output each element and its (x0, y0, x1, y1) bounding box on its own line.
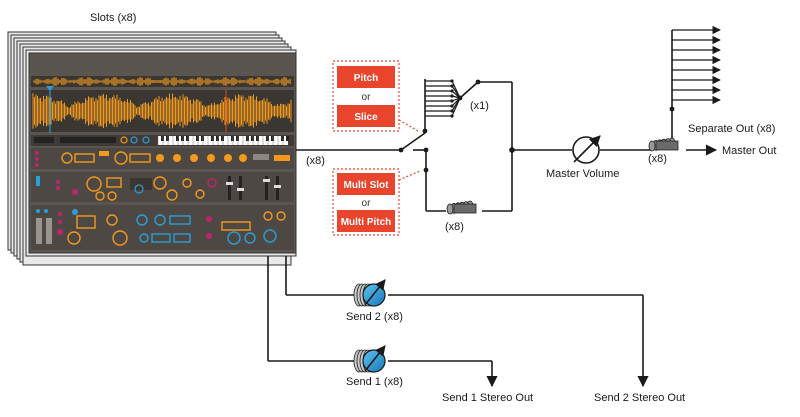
main-waveform (32, 93, 292, 129)
main-multiplier-label: (x8) (306, 155, 325, 167)
pitch-or-label: or (362, 92, 372, 103)
single-multiplier-label: (x1) (470, 100, 489, 112)
separate-out-label: Separate Out (x8) (688, 123, 775, 135)
pitch-slice-splitter (425, 79, 461, 118)
slice-mode-label: Slice (354, 112, 378, 123)
overview-waveform (33, 77, 291, 86)
pitch-slice-mode-box: Pitch or Slice (332, 60, 419, 132)
send1-label: Send 1 (x8) (346, 376, 403, 388)
send1-out-label: Send 1 Stereo Out (442, 392, 533, 404)
signal-wires: (x8) (x1) (x8) Master Out (x8) Separa (267, 25, 776, 404)
multi-slot-mode-label: Multi Slot (344, 180, 390, 191)
master-volume-icon (572, 135, 601, 164)
slot-stack (7, 31, 297, 266)
multi-mode-box: Multi Slot or Multi Pitch (332, 168, 421, 236)
send2-knob-icon (353, 279, 386, 307)
slots-label: Slots (x8) (90, 12, 136, 24)
master-channel-icon (648, 137, 679, 152)
multi-multiplier-label: (x8) (445, 221, 464, 233)
master-volume-label: Master Volume (546, 168, 619, 180)
master-out-label: Master Out (722, 145, 776, 157)
send1-knob-icon (353, 345, 386, 373)
multi-pitch-mode-label: Multi Pitch (341, 217, 392, 228)
send2-out-label: Send 2 Stereo Out (594, 392, 685, 404)
mini-keyboard (157, 136, 289, 145)
pitch-mode-label: Pitch (354, 73, 378, 84)
master-multiplier-label: (x8) (648, 153, 667, 165)
separate-outputs (672, 25, 721, 105)
multi-or-label: or (362, 198, 372, 209)
multi-channel-icon (446, 200, 477, 215)
send2-label: Send 2 (x8) (346, 311, 403, 323)
